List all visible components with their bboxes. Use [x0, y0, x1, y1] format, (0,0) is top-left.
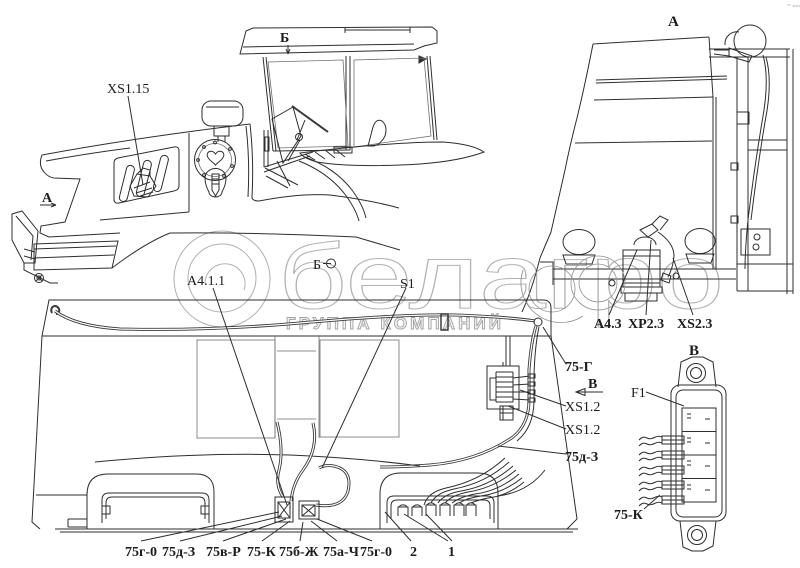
- svg-text:А: А: [42, 191, 53, 206]
- svg-text:Б: Б: [280, 31, 289, 46]
- svg-text:белагро: белагро: [278, 226, 724, 328]
- svg-text:1: 1: [448, 545, 455, 560]
- svg-text:XS2.3: XS2.3: [677, 317, 712, 332]
- svg-text:75-К: 75-К: [247, 545, 277, 560]
- svg-text:75б-Ж: 75б-Ж: [279, 545, 319, 560]
- svg-text:75-Г: 75-Г: [565, 360, 593, 375]
- svg-text:75г-0: 75г-0: [125, 545, 157, 560]
- svg-text:75-К: 75-К: [614, 508, 644, 523]
- svg-text:XS1.2: XS1.2: [565, 400, 600, 415]
- svg-text:В: В: [588, 377, 597, 392]
- svg-text:75д-З: 75д-З: [162, 545, 195, 560]
- svg-text:XS1.2: XS1.2: [565, 423, 600, 438]
- svg-text:S1: S1: [400, 277, 415, 292]
- svg-text:XS1.15: XS1.15: [107, 82, 149, 97]
- svg-text:F1: F1: [631, 386, 646, 401]
- svg-text:75а-Ч: 75а-Ч: [323, 545, 360, 560]
- svg-text:ХР2.3: ХР2.3: [628, 317, 664, 332]
- svg-text:А4.1.1: А4.1.1: [187, 274, 225, 289]
- svg-text:А: А: [668, 14, 679, 30]
- svg-text:2: 2: [410, 545, 417, 560]
- svg-text:*° ===: *° ===: [787, 4, 800, 10]
- svg-text:75г-0: 75г-0: [360, 545, 392, 560]
- svg-text:75в-Р: 75в-Р: [206, 545, 241, 560]
- svg-text:В: В: [689, 343, 699, 359]
- svg-text:75д-З: 75д-З: [565, 450, 598, 465]
- svg-text:Б: Б: [313, 258, 321, 273]
- svg-text:А4.3: А4.3: [594, 317, 622, 332]
